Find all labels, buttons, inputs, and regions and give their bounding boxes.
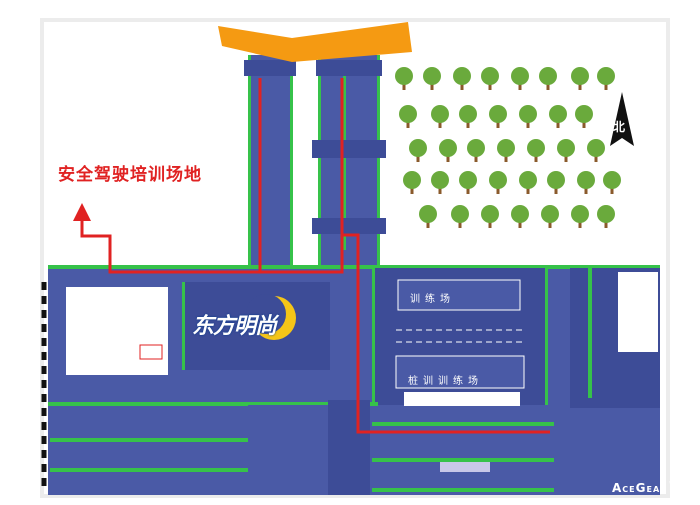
test-lot — [395, 355, 525, 389]
test-area-label: 桩训训练场 — [408, 376, 483, 387]
watermark: AceGear™ — [612, 481, 675, 495]
green-border — [545, 265, 548, 405]
green-strip — [48, 402, 378, 406]
entrance-gate-roof — [218, 22, 412, 62]
green-strip — [182, 282, 185, 370]
test-lot-sign — [404, 392, 520, 406]
tree-icon — [571, 205, 589, 228]
tree-icon — [587, 139, 605, 162]
tree-icon — [423, 67, 441, 90]
median-strip — [343, 70, 346, 250]
tree-icon — [481, 205, 499, 228]
tree-icon — [527, 139, 545, 162]
tree-icon — [459, 105, 477, 128]
green-border — [372, 265, 548, 268]
tree-icon — [481, 67, 499, 90]
green-border — [372, 265, 375, 405]
tree-icon — [467, 139, 485, 162]
tree-icon — [403, 171, 421, 194]
tree-icon — [431, 105, 449, 128]
green-strip — [290, 55, 293, 270]
tree-icon — [511, 67, 529, 90]
tree-icon — [439, 139, 457, 162]
tree-icon — [431, 171, 449, 194]
watermark-trademark: ™ — [668, 481, 676, 488]
tree-icon — [489, 105, 507, 128]
tree-icon — [489, 171, 507, 194]
building-left — [66, 287, 168, 375]
tree-grove — [395, 67, 621, 228]
tree-icon — [577, 171, 595, 194]
crosswalk-band — [312, 140, 386, 158]
tree-icon — [571, 67, 589, 90]
intersection — [248, 405, 328, 495]
gate-band — [244, 60, 296, 76]
green-strip — [318, 55, 321, 270]
tree-icon — [453, 67, 471, 90]
watermark-text: AceGear — [612, 481, 668, 495]
south-road — [328, 400, 370, 495]
green-border — [48, 265, 660, 269]
tree-icon — [547, 171, 565, 194]
green-strip — [372, 488, 554, 492]
green-strip — [248, 55, 251, 270]
tree-icon — [519, 105, 537, 128]
tree-icon — [597, 67, 615, 90]
tree-icon — [451, 205, 469, 228]
green-strip — [372, 422, 554, 426]
tree-icon — [419, 205, 437, 228]
green-strip — [377, 55, 380, 270]
crosswalk-band — [312, 218, 386, 234]
brand-name: 东方明尚 — [192, 314, 277, 339]
tree-icon — [575, 105, 593, 128]
gate-band — [316, 60, 382, 76]
crosswalk — [440, 462, 490, 472]
tree-icon — [399, 105, 417, 128]
tree-icon — [557, 139, 575, 162]
north-road-east — [318, 55, 380, 270]
building-marker — [139, 344, 163, 360]
map-title: 安全驾驶培训场地 — [58, 165, 202, 185]
route-north-loop — [258, 78, 344, 274]
tree-icon — [459, 171, 477, 194]
tree-icon — [395, 67, 413, 90]
north-road-west — [248, 55, 293, 270]
tree-icon — [511, 205, 529, 228]
green-strip — [50, 438, 250, 442]
green-strip — [372, 458, 554, 462]
route-south-east — [342, 233, 550, 434]
tree-icon — [519, 171, 537, 194]
north-arrow — [610, 92, 634, 146]
north-label: 北 — [613, 120, 626, 134]
east-intersection — [560, 410, 610, 495]
tree-icon — [541, 205, 559, 228]
tree-icon — [597, 205, 615, 228]
training-area-label: 训练场 — [410, 294, 455, 305]
green-strip — [50, 468, 250, 472]
route-west-exit — [73, 203, 260, 274]
east-building — [618, 272, 658, 352]
brand-logo-mask — [246, 294, 286, 334]
tree-icon — [603, 171, 621, 194]
tree-icon — [409, 139, 427, 162]
green-strip — [588, 268, 592, 398]
tree-icon — [549, 105, 567, 128]
tree-icon — [497, 139, 515, 162]
training-lot — [397, 279, 521, 311]
tree-icon — [539, 67, 557, 90]
